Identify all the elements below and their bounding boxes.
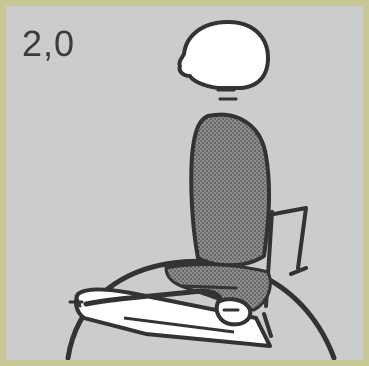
neck-marks — [218, 90, 236, 99]
hand — [217, 299, 251, 324]
torso — [191, 115, 269, 266]
head — [179, 22, 268, 88]
seated-person-wheelchair-icon — [6, 6, 363, 360]
wheelchair-backrest — [264, 208, 306, 336]
